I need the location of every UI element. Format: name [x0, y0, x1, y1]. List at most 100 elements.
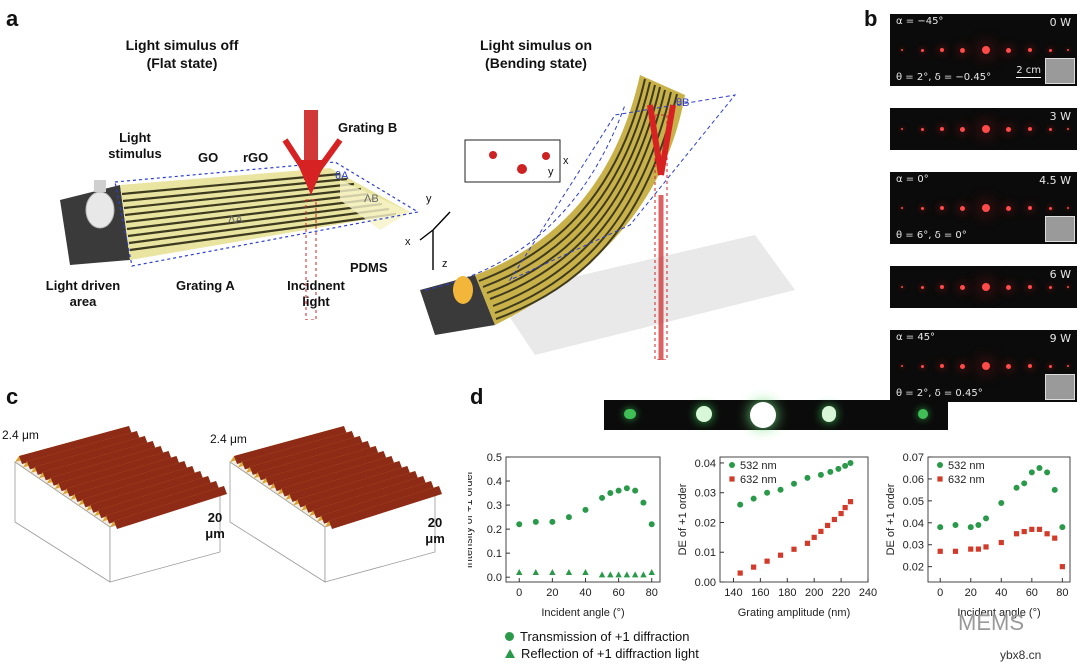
- afm-right-height: 2.4 μm: [210, 432, 247, 446]
- laser-spot: [959, 47, 965, 53]
- laser-spot: [982, 362, 990, 370]
- afm-ridge-shadow: [305, 471, 419, 513]
- x-tick-label: 220: [832, 587, 850, 599]
- data-point: [968, 546, 974, 552]
- data-point: [640, 571, 647, 578]
- y-tick-label: 0.07: [903, 452, 924, 464]
- laser-spot: [920, 206, 924, 210]
- afm-ridge-shadow: [114, 486, 227, 529]
- y-tick-label: 0.3: [487, 500, 502, 512]
- bent-shadow: [495, 235, 795, 355]
- afm-ridge-shadow: [34, 436, 148, 475]
- laser-spot: [1028, 206, 1032, 210]
- laser-spot: [1048, 206, 1052, 210]
- label-go: GO: [198, 150, 219, 165]
- data-point: [1051, 486, 1058, 493]
- data-point: [1044, 469, 1051, 476]
- label-incident-light: Incidnent light: [287, 278, 345, 309]
- data-point: [623, 571, 631, 578]
- laser-spot: [982, 125, 990, 133]
- x-tick-label: 40: [995, 587, 1007, 599]
- y-tick-label: 0.1: [487, 548, 502, 560]
- data-point: [952, 548, 959, 554]
- label-axis-x: x: [405, 236, 411, 248]
- afm-ridge-shadow: [58, 451, 172, 492]
- power-label: 4.5 W: [1039, 174, 1071, 187]
- afm-ridge-shadow: [50, 446, 164, 486]
- bend-title-line1: Light simulus on: [480, 37, 592, 53]
- data-point: [1028, 469, 1035, 476]
- data-point: [842, 462, 849, 469]
- legend-marker: [937, 462, 943, 468]
- data-point: [777, 552, 784, 558]
- data-point: [631, 571, 639, 578]
- laser-spot: [920, 48, 924, 52]
- bent-light-driven-area: [420, 275, 495, 335]
- bulb-on-icon: [453, 276, 473, 304]
- data-point: [791, 546, 797, 552]
- plot-frame: [927, 456, 1071, 583]
- data-point: [582, 506, 589, 513]
- label-lambda-b: ΛB: [364, 193, 379, 205]
- data-point: [777, 486, 784, 493]
- panel-label-b: b: [864, 6, 878, 31]
- legend-marker: [937, 476, 943, 482]
- data-point: [615, 487, 622, 494]
- data-point: [532, 518, 539, 525]
- label-light-stimulus: Light stimulus: [108, 130, 162, 161]
- data-point: [804, 540, 811, 546]
- laser-spot: [920, 364, 924, 368]
- data-point: [1021, 528, 1027, 535]
- laser-spot: [1005, 47, 1011, 53]
- data-point: [737, 570, 743, 576]
- flat-state-title: Light simulus off (Flat state): [82, 36, 282, 72]
- afm-ridge-shadow: [257, 441, 371, 481]
- diffraction-photo-3: 6 W: [890, 266, 1077, 308]
- panel-label-a: a: [6, 6, 19, 31]
- afm-ridge-shadow: [289, 461, 403, 502]
- data-point: [937, 524, 944, 531]
- data-point: [623, 485, 630, 492]
- data-point: [632, 487, 639, 494]
- y-tick-label: 0.05: [903, 496, 924, 508]
- data-point: [751, 564, 757, 570]
- laser-spot: [940, 206, 944, 210]
- laser-spot: [982, 46, 990, 54]
- legend-item-transmission: Transmission of +1 diffraction: [505, 628, 699, 645]
- laser-spot: [1028, 48, 1032, 52]
- data-point: [838, 510, 844, 517]
- legend-label: 532 nm: [740, 460, 777, 472]
- x-tick-label: 0: [516, 587, 522, 599]
- data-point: [975, 546, 981, 552]
- data-point: [975, 521, 982, 528]
- device-inset-photo: [1045, 58, 1075, 84]
- afm-ridge-shadow: [98, 476, 212, 519]
- data-point: [847, 499, 854, 505]
- data-point: [998, 500, 1005, 507]
- x-tick-label: 200: [805, 587, 823, 599]
- laser-spot: [959, 284, 965, 290]
- label-theta-b: θB: [676, 97, 690, 109]
- power-label: 6 W: [1049, 268, 1071, 281]
- legend-marker: [729, 462, 735, 468]
- afm-left-width: 20 μm: [205, 510, 225, 541]
- afm-ridge-shadow: [249, 436, 363, 475]
- laser-spot: [901, 286, 903, 288]
- laser-spot: [1067, 365, 1069, 367]
- data-point: [1029, 526, 1035, 532]
- data-point: [737, 501, 744, 508]
- y-tick-label: 0.4: [487, 476, 502, 488]
- afm-ridge-shadow: [329, 486, 442, 529]
- y-tick-label: 0.06: [903, 474, 924, 486]
- inset-axis-y: y: [548, 166, 554, 178]
- afm-ridge-shadow: [106, 481, 220, 524]
- laser-spot: [1048, 48, 1052, 52]
- legend-triangle-icon: [505, 649, 515, 658]
- afm-ridge-shadow: [66, 456, 180, 497]
- data-point: [549, 568, 556, 575]
- inset-axis-x: x: [563, 155, 569, 167]
- diffraction-inset: [464, 139, 561, 183]
